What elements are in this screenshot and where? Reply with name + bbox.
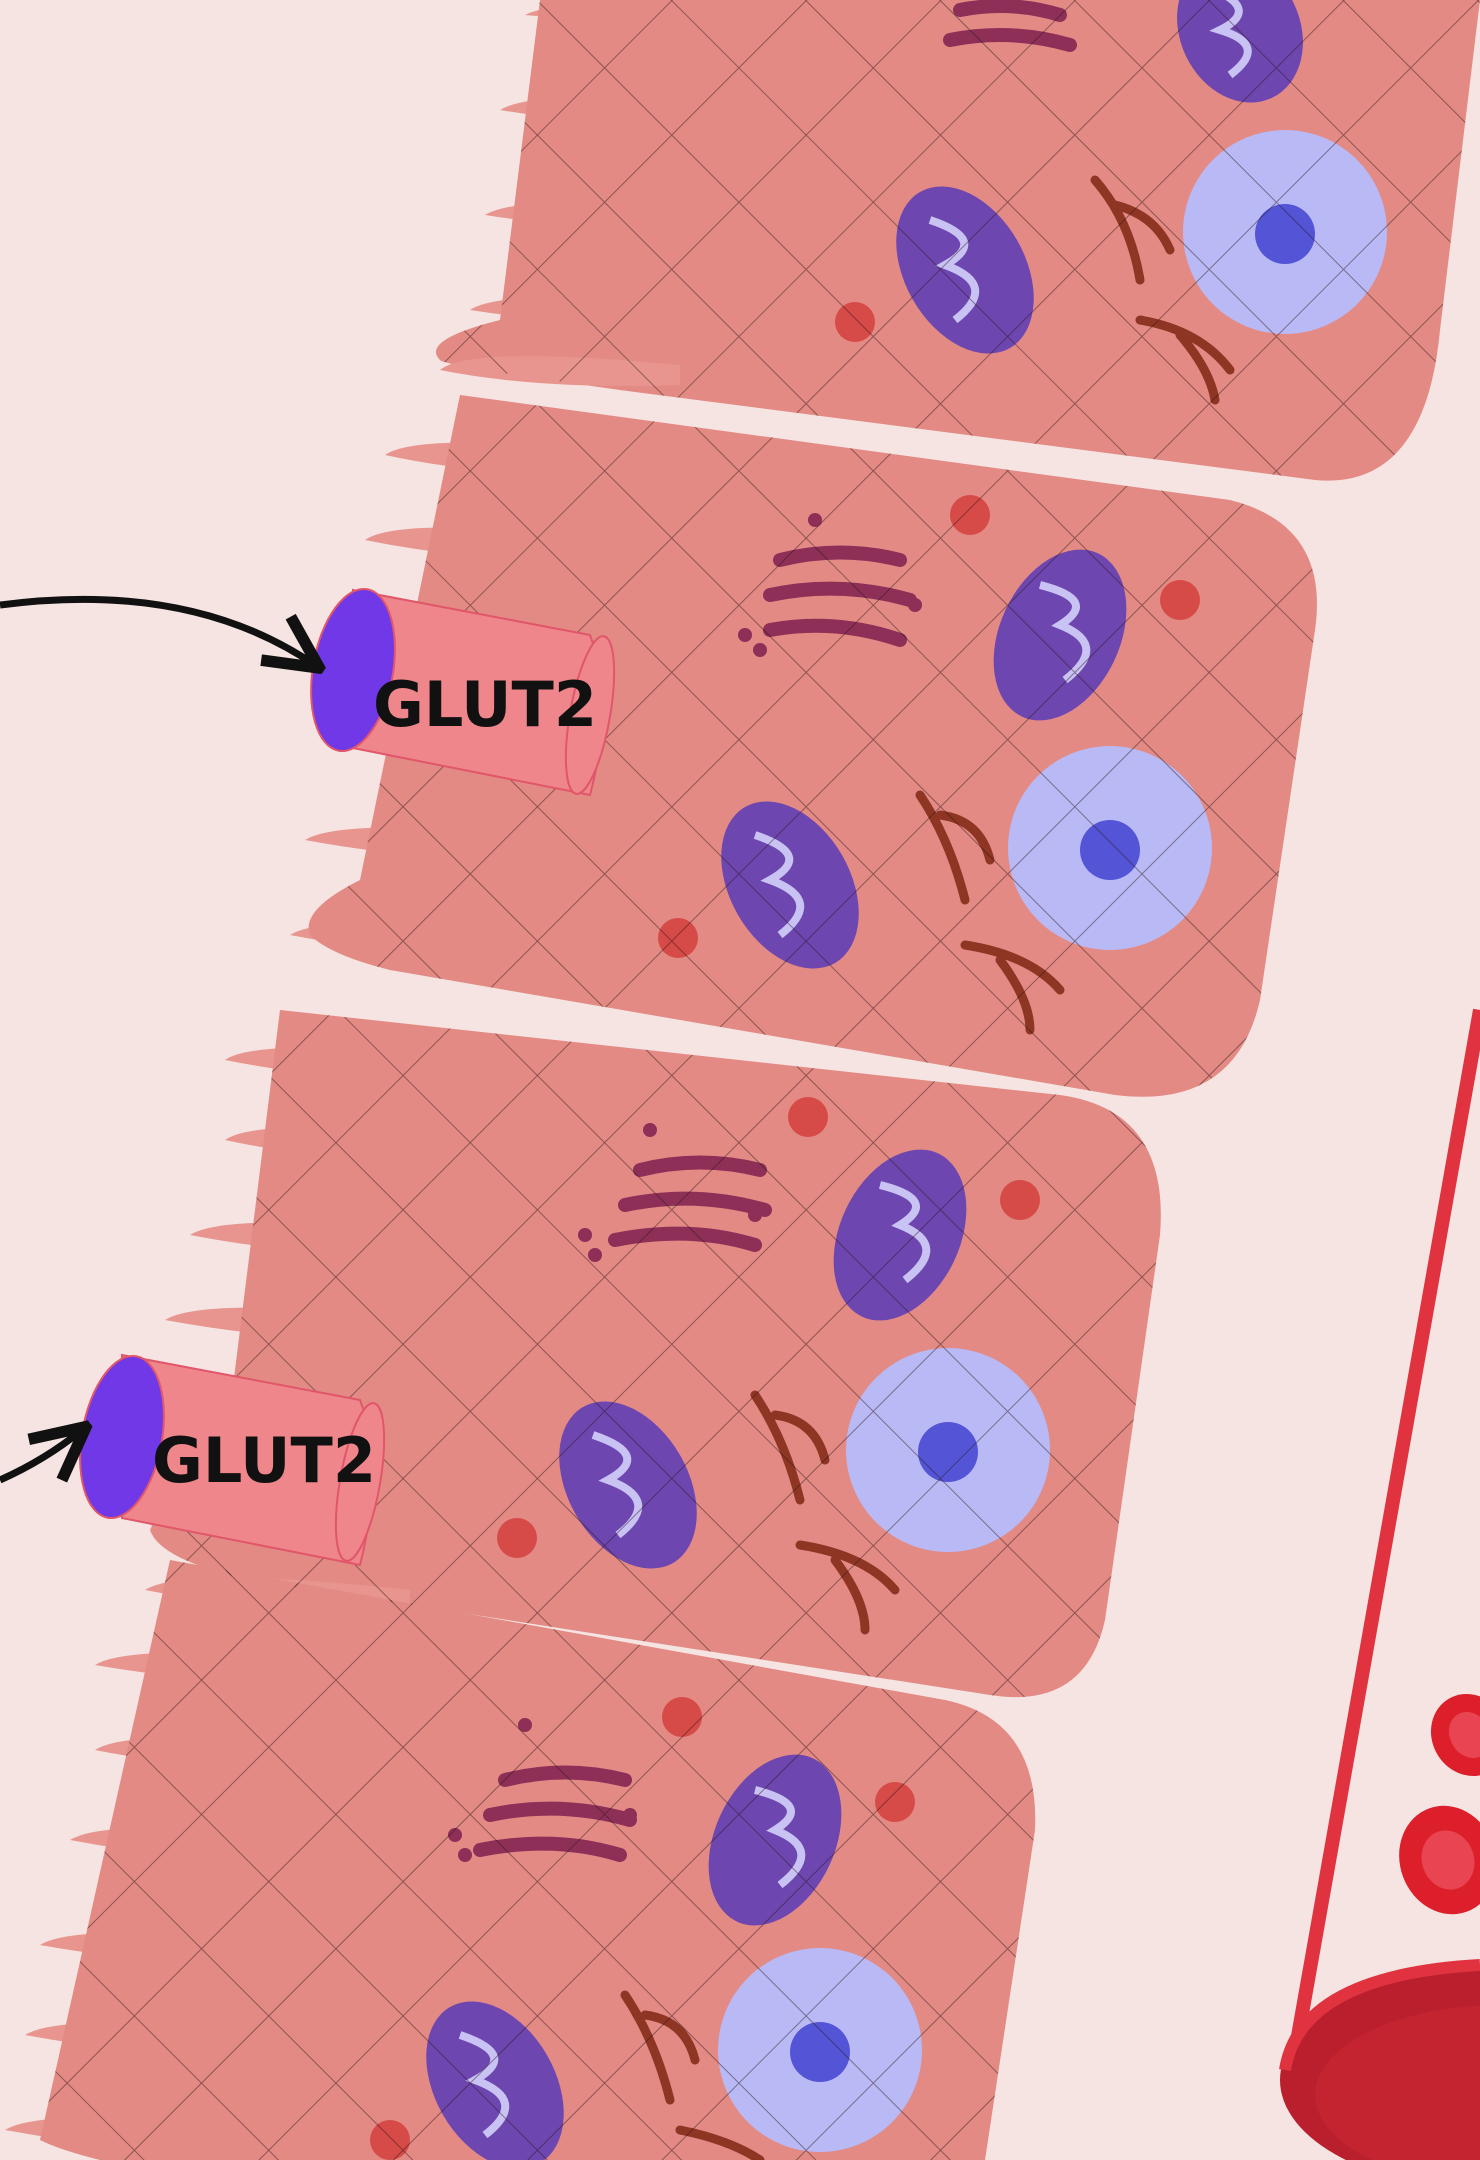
glut2-label: GLUT2 xyxy=(152,1424,376,1497)
glut2-label: GLUT2 xyxy=(373,668,597,741)
